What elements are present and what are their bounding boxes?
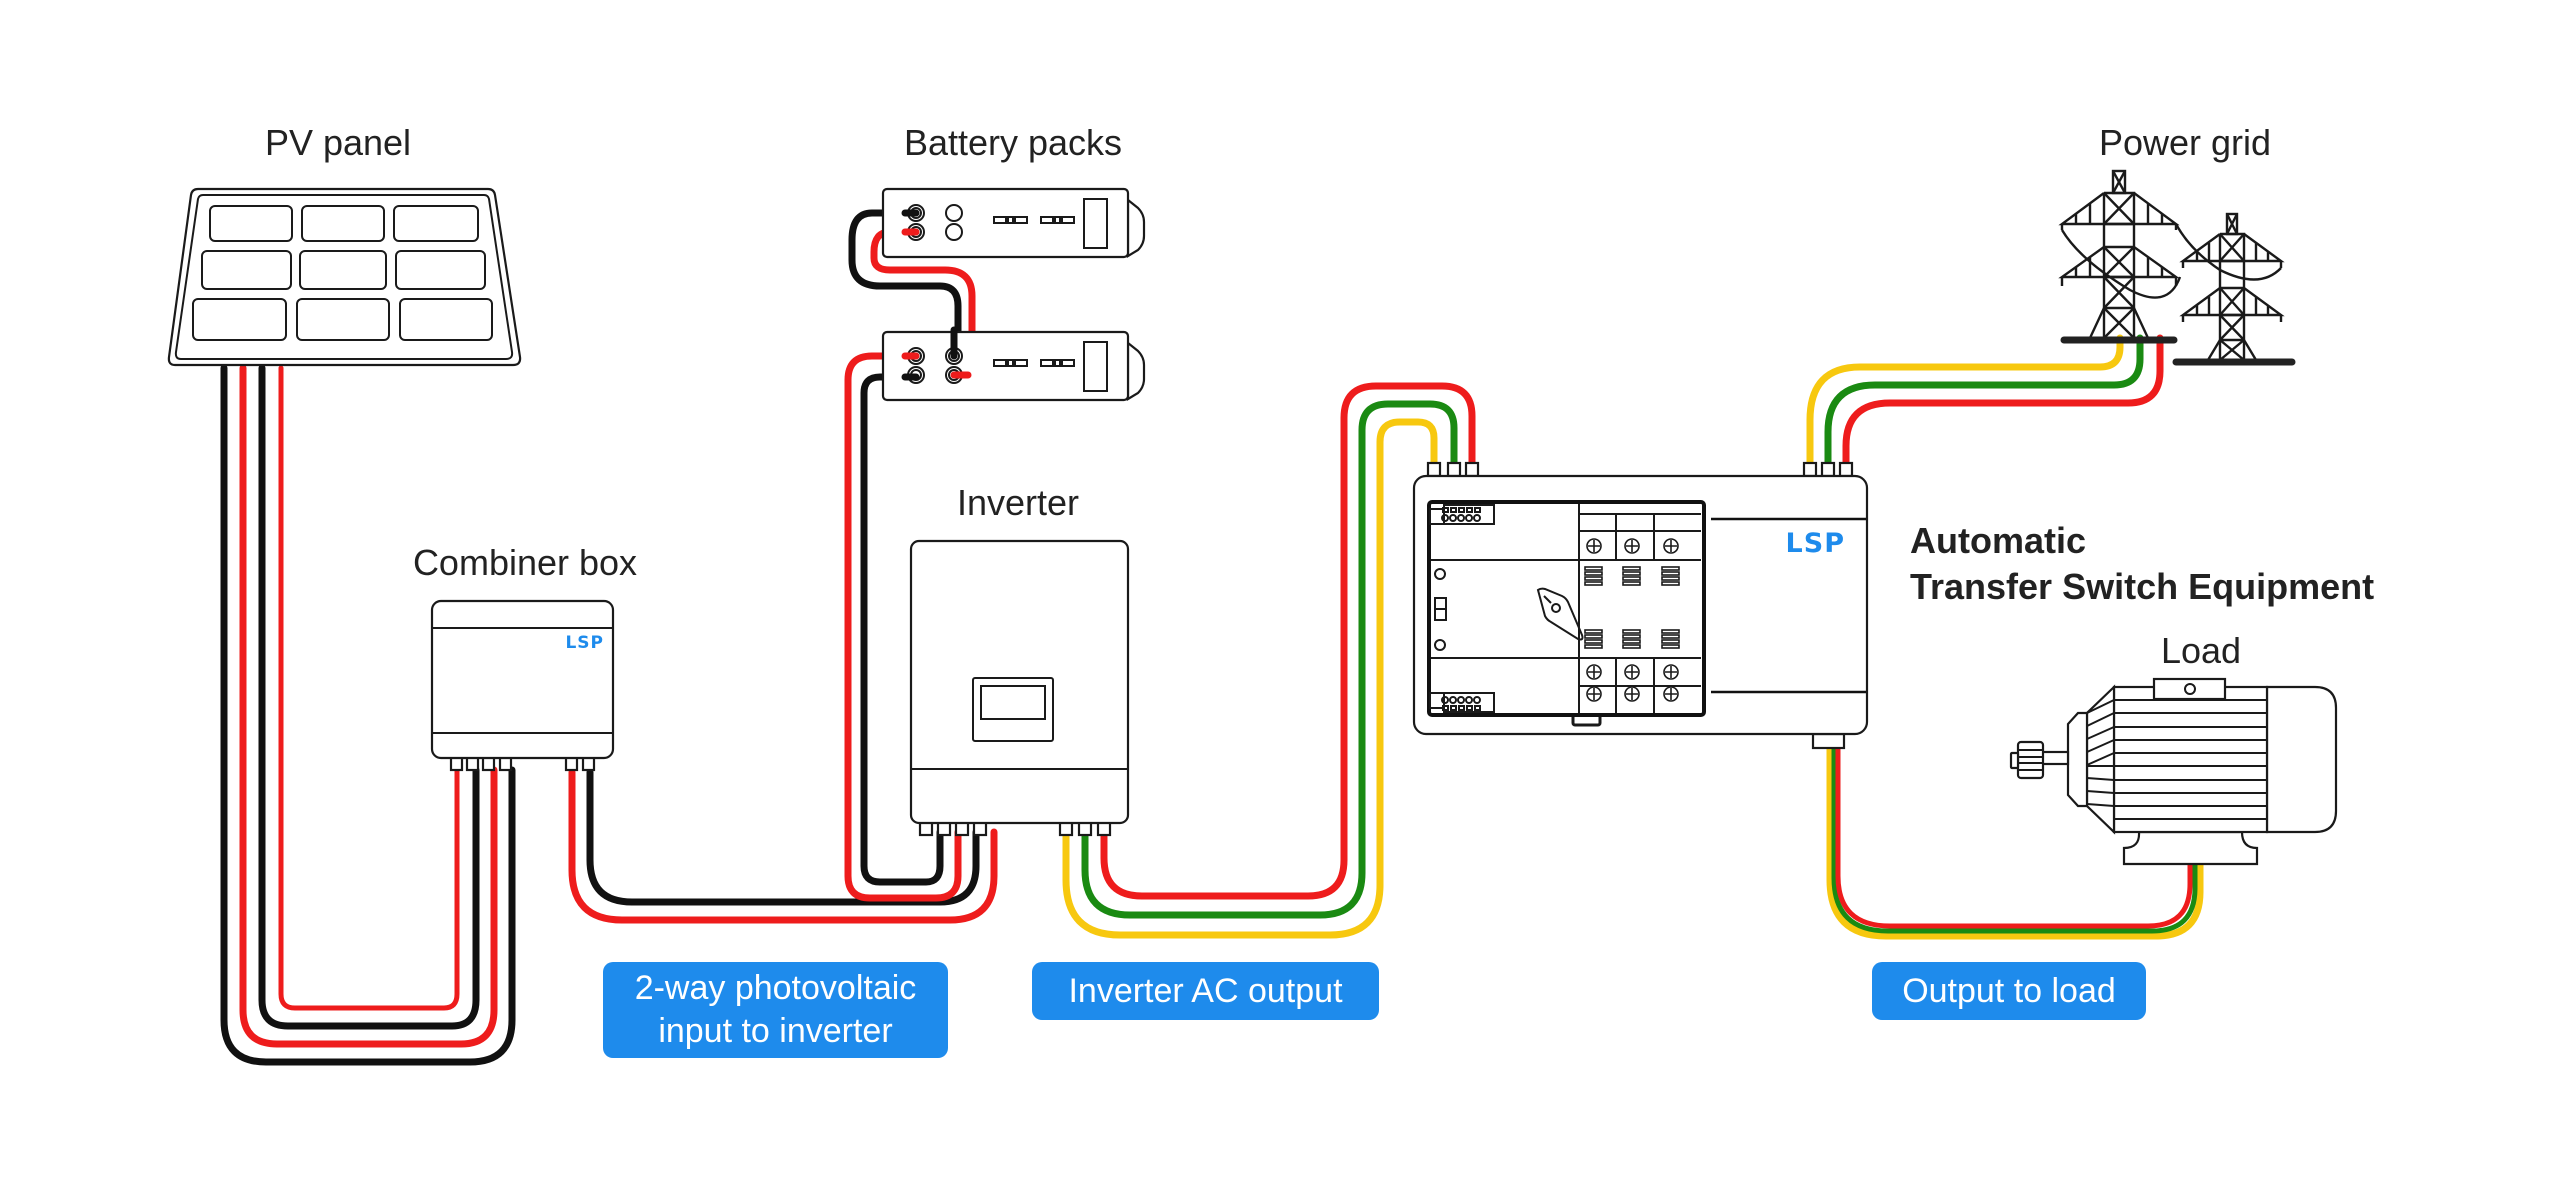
combiner-to-inverter-cables [568, 768, 998, 924]
ats-switch-module [1427, 500, 1706, 727]
automatic-transfer-switch: LSP [1412, 461, 2374, 750]
transmission-tower-1 [2058, 169, 2182, 340]
inverter-label: Inverter [957, 482, 1079, 523]
battery-packs: Battery packs [881, 122, 1146, 402]
battery-pack-2 [881, 330, 1146, 402]
callout-pv-input: 2-way photovoltaic input to inverter [603, 962, 948, 1058]
lsp-logo: LSP [565, 633, 604, 653]
ats-handle [1536, 587, 1584, 641]
ats-breaker-poles [1584, 538, 1680, 702]
power-grid: Power grid [2058, 122, 2296, 366]
battery-packs-label: Battery packs [904, 122, 1122, 163]
callout-pv-input-line2: input to inverter [658, 1012, 893, 1050]
callout-inverter-ac-output: Inverter AC output [1032, 962, 1379, 1020]
solar-cells [192, 205, 493, 341]
ats-label-line2: Transfer Switch Equipment [1910, 566, 2374, 607]
ats-to-load-cables [1826, 744, 2204, 940]
transmission-tower-2 [2174, 212, 2285, 361]
load-motor: Load [2009, 630, 2338, 866]
load-label: Load [2161, 630, 2241, 671]
pv-to-combiner-cables [220, 364, 516, 1066]
pv-panel-label: PV panel [265, 122, 411, 163]
ats-label-line1: Automatic [1910, 520, 2086, 561]
callout-output-to-load: Output to load [1872, 962, 2146, 1020]
callout-inverter-ac-output-label: Inverter AC output [1068, 971, 1343, 1010]
lsp-logo: LSP [1786, 528, 1845, 559]
inverter-to-ats-cables [1062, 382, 1476, 939]
motor-icon [2009, 677, 2338, 866]
battery-pack-1 [881, 187, 1146, 259]
inverter: Inverter [909, 482, 1130, 837]
callout-pv-input-line1: 2-way photovoltaic [634, 969, 917, 1007]
callout-output-to-load-label: Output to load [1902, 971, 2116, 1010]
pv-panel: PV panel [167, 122, 522, 367]
inverter-display [972, 677, 1054, 742]
combiner-box-label: Combiner box [413, 542, 637, 583]
power-grid-label: Power grid [2099, 122, 2271, 163]
combiner-box: Combiner box LSP [413, 542, 637, 772]
grid-to-ats-cables [1806, 334, 2164, 470]
